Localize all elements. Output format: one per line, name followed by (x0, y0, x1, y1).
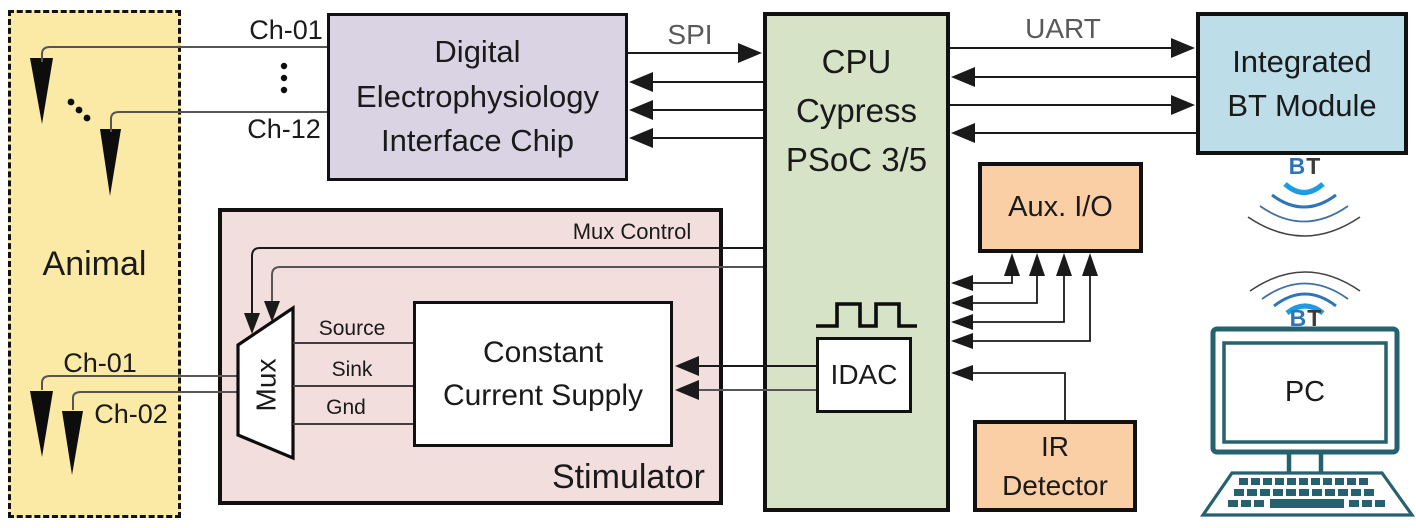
aux-wire-1 (953, 256, 1013, 284)
animal-box: Animal (8, 10, 181, 518)
bt-arc (1249, 271, 1361, 292)
arrow-left-icon (629, 128, 653, 148)
cpu-label: CPU Cypress PSoC 3/5 (785, 43, 928, 178)
channel-ellipsis-icon (280, 62, 288, 94)
bt-label-top: BT (1279, 153, 1331, 179)
keyboard-outline (1199, 471, 1416, 517)
constant-current-supply-label: Constant Current Supply (442, 335, 644, 413)
bt-label-t: T (1307, 305, 1323, 331)
bt-arc (1259, 205, 1349, 223)
aux-wire-2 (953, 256, 1038, 304)
bt-module-label: Integrated BT Module (1227, 44, 1377, 123)
arrow-left-icon (951, 333, 973, 349)
arrow-left-icon (951, 295, 973, 311)
aux-wire-4 (953, 256, 1091, 342)
keyboard-keys (1228, 478, 1385, 508)
aux-wire-3 (953, 256, 1065, 323)
spi-bus-label: SPI (667, 19, 713, 50)
spi-bus (628, 43, 763, 148)
aux-io-label: Aux. I/O (1008, 191, 1113, 223)
idac-box: IDAC (816, 337, 912, 413)
ch12-recording-label: Ch-12 (247, 114, 321, 144)
ch02-stim-label: Ch-02 (94, 399, 168, 429)
aux-io-box: Aux. I/O (978, 162, 1143, 253)
source-label: Source (318, 317, 386, 340)
bt-label-t: T (1306, 153, 1322, 179)
cpu-box: CPU Cypress PSoC 3/5 (763, 12, 950, 512)
bt-label-bottom: BT (1280, 305, 1332, 331)
uart-bus (950, 38, 1196, 143)
arrow-up-icon (1029, 253, 1045, 276)
ir-detector-box: IR Detector (973, 420, 1137, 512)
bt-arc (1283, 182, 1325, 195)
interface-chip-box: Digital Electrophysiology Interface Chip (327, 13, 628, 181)
mux-label: Mux (250, 358, 282, 412)
mux-label-wrap: Mux (238, 310, 295, 460)
bt-arc (1261, 282, 1349, 300)
sink-label: Sink (331, 358, 373, 381)
arrow-left-icon (629, 100, 653, 120)
ir-wire (953, 372, 1066, 420)
arrow-left-icon (951, 123, 975, 143)
ir-detector-wire (951, 365, 1066, 420)
ir-detector-label: IR Detector (1002, 430, 1108, 501)
mux-control-label: Mux Control (572, 219, 692, 244)
arrow-right-icon (1171, 95, 1195, 115)
bt-arc (1247, 216, 1361, 237)
arrow-left-icon (951, 314, 973, 330)
arrow-up-icon (1056, 253, 1072, 276)
arrow-up-icon (1004, 253, 1020, 276)
constant-current-supply-box: Constant Current Supply (413, 301, 673, 447)
idac-label: IDAC (830, 359, 898, 390)
bt-signal-down-icon (1247, 182, 1361, 237)
stimulator-label: Stimulator (551, 458, 705, 496)
arrow-left-icon (629, 72, 653, 92)
ch01-recording-label: Ch-01 (249, 15, 323, 45)
arrow-left-icon (951, 365, 973, 381)
arrow-up-icon (1082, 253, 1098, 276)
interface-chip-label: Digital Electrophysiology Interface Chip (356, 33, 599, 159)
bt-module-box: Integrated BT Module (1196, 12, 1408, 155)
arrow-left-icon (951, 67, 975, 87)
gnd-label: Gnd (326, 396, 366, 419)
arrow-right-icon (1171, 38, 1195, 58)
bt-label-b: B (1289, 305, 1308, 331)
ch01-stim-label: Ch-01 (63, 348, 137, 378)
pc-computer-icon (1199, 326, 1416, 517)
aux-io-bus (951, 253, 1098, 349)
arrow-left-icon (951, 275, 973, 291)
arrow-right-icon (738, 43, 762, 63)
bt-arc (1271, 193, 1337, 209)
uart-bus-label: UART (1025, 13, 1101, 44)
pc-label: PC (1284, 376, 1326, 408)
animal-label: Animal (42, 244, 147, 283)
bt-label-b: B (1288, 153, 1307, 179)
